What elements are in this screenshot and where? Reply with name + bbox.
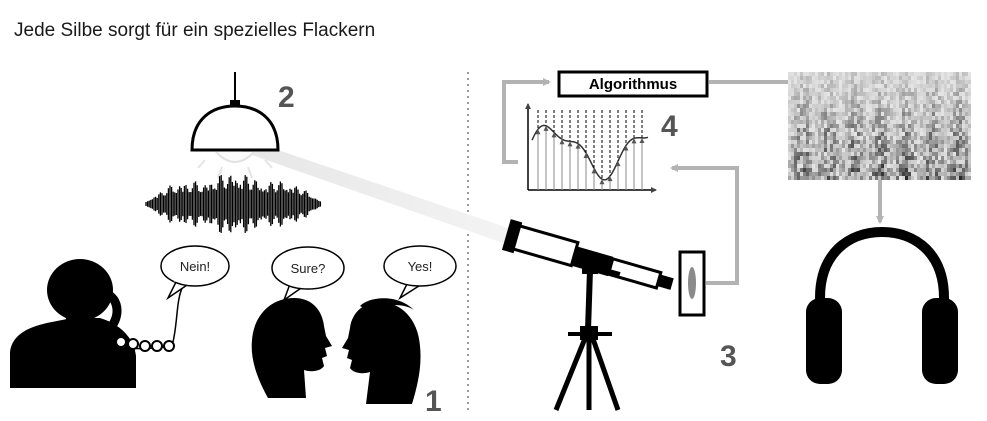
diagram-title: Jede Silbe sorgt für ein spezielles Flac… [14,20,376,41]
talking-heads-icon [251,298,421,404]
lamp-icon [190,72,280,179]
bubble-text-right-head: Yes! [408,259,433,274]
headphones-icon [806,226,958,384]
step-4-label: 4 [661,110,678,143]
speech-bubble-left-head: Sure? [271,246,345,303]
phone-caller-icon [10,259,173,388]
phone-cord [115,336,175,352]
flow-arrows [502,78,884,285]
spectrogram-icon [788,72,971,180]
speech-bubble-caller: Nein! [160,245,230,301]
signal-graph-icon [525,103,657,193]
bubble-text-caller: Nein! [180,259,210,274]
arrow-sensor-to-graph [670,164,739,285]
step-3-label: 3 [720,340,737,373]
arrow-graph-to-algorithm [502,78,551,164]
step-2-label: 2 [278,81,295,114]
sensor-icon [678,250,706,317]
bubble-text-left-head: Sure? [291,261,326,276]
light-beam [238,148,520,246]
algorithm-label: Algorithmus [589,76,677,93]
soundwave-icon [145,175,322,233]
step-1-label: 1 [425,385,442,418]
telescope-icon [501,219,674,411]
algorithm-box: Algorithmus [557,70,709,98]
speech-bubble-right-head: Yes! [383,245,457,301]
